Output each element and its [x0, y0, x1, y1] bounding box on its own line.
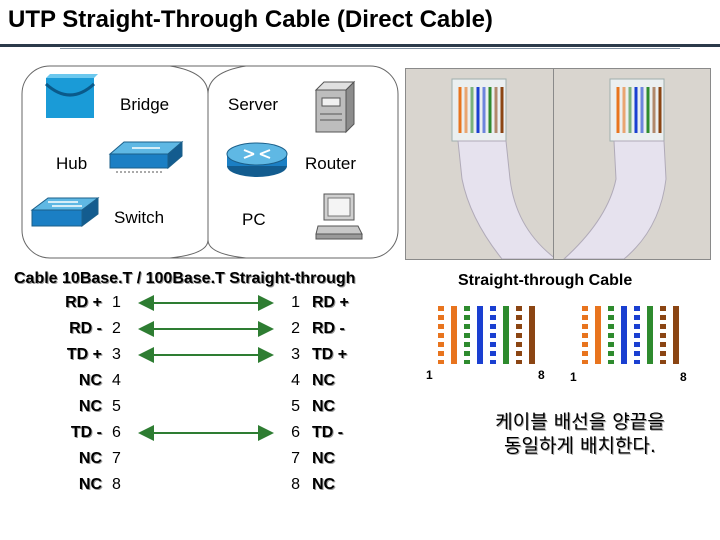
title-rule: [0, 44, 720, 47]
right-signal-label: NC: [312, 450, 336, 467]
left-pin-number: 1: [112, 294, 121, 311]
right-pin-number: 3: [291, 346, 300, 363]
left-pin-number: 7: [112, 450, 121, 467]
cable-photo-right: [553, 68, 711, 260]
pc-label: PC: [242, 210, 266, 229]
left-pin-number: 2: [112, 320, 121, 337]
right-signal-label: TD +: [312, 346, 348, 363]
right-signal-label: NC: [312, 372, 336, 389]
page-title: UTP Straight-Through Cable (Direct Cable…: [8, 6, 493, 33]
rj45-connector-right: [562, 78, 667, 260]
right-pin-number: 8: [291, 476, 300, 493]
wire-white-green: [608, 306, 614, 364]
left-pin-number: 4: [112, 372, 121, 389]
wire-white-brown: [660, 306, 666, 364]
wire-order-end-a: [438, 306, 542, 366]
server-icon: [314, 80, 356, 134]
left-signal-label: NC: [78, 476, 102, 493]
pin-connection-arrows: [138, 295, 274, 441]
switch-label: Switch: [114, 208, 165, 227]
left-signal-label: RD +: [65, 294, 102, 311]
hub-label: Hub: [56, 154, 88, 173]
wiring-note-line-2: 동일하게 배치한다.: [504, 435, 656, 457]
cable-photo-left: [405, 68, 558, 260]
left-pin-number: 6: [112, 424, 121, 441]
wiring-note: 케이블 배선을 양끝을 동일하게 배치한다.: [470, 410, 690, 458]
wire-orange: [451, 306, 457, 364]
router-icon: [226, 142, 288, 177]
device-panel: [21, 65, 399, 259]
right-signal-label: NC: [312, 398, 336, 415]
end-b-pin-8-label: 8: [680, 370, 687, 384]
hub-icon: [108, 140, 184, 173]
wire-order-end-b: [582, 306, 686, 366]
wire-green: [647, 306, 653, 364]
right-signal-label: NC: [312, 476, 336, 493]
left-pin-number: 8: [112, 476, 121, 493]
wire-blue: [477, 306, 483, 364]
wire-white-blue: [634, 306, 640, 364]
wire-white-blue: [490, 306, 496, 364]
right-pin-number: 2: [291, 320, 300, 337]
wire-brown: [673, 306, 679, 364]
end-b-pin-1-label: 1: [570, 370, 577, 384]
wire-white-orange: [582, 306, 588, 364]
bridge-icon: [44, 74, 98, 118]
end-a-pin-8-label: 8: [538, 368, 545, 382]
left-signal-label: TD -: [70, 424, 102, 441]
wire-white-orange: [438, 306, 444, 364]
right-pin-number: 4: [291, 372, 300, 389]
right-pin-number: 7: [291, 450, 300, 467]
rj45-connector-left: [451, 78, 558, 260]
server-label: Server: [228, 95, 279, 114]
wire-green: [503, 306, 509, 364]
right-signal-label: TD -: [312, 424, 344, 441]
end-a-pin-1-label: 1: [426, 368, 433, 382]
wire-white-green: [464, 306, 470, 364]
pc-icon: [315, 193, 363, 240]
left-signal-label: NC: [78, 398, 102, 415]
wire-brown: [529, 306, 535, 364]
right-signal-label: RD -: [312, 320, 345, 337]
left-signal-label: NC: [78, 450, 102, 467]
wire-blue: [621, 306, 627, 364]
switch-icon: [30, 197, 100, 227]
title-rule-thin: [60, 48, 680, 49]
photo-caption: Straight-through Cable: [458, 272, 633, 289]
wiring-caption: Cable 10Base.T / 100Base.T Straight-thro…: [14, 270, 356, 287]
wiring-note-line-1: 케이블 배선을 양끝을: [495, 411, 665, 433]
right-signal-label: RD +: [312, 294, 349, 311]
left-pin-number: 3: [112, 346, 121, 363]
router-label: Router: [305, 154, 357, 173]
right-pin-number: 1: [291, 294, 300, 311]
bridge-label: Bridge: [120, 95, 170, 114]
right-pin-number: 5: [291, 398, 300, 415]
left-signal-label: RD -: [69, 320, 102, 337]
wire-orange: [595, 306, 601, 364]
left-pin-number: 5: [112, 398, 121, 415]
wire-white-brown: [516, 306, 522, 364]
left-signal-label: TD +: [66, 346, 102, 363]
right-pin-number: 6: [291, 424, 300, 441]
left-signal-label: NC: [78, 372, 102, 389]
